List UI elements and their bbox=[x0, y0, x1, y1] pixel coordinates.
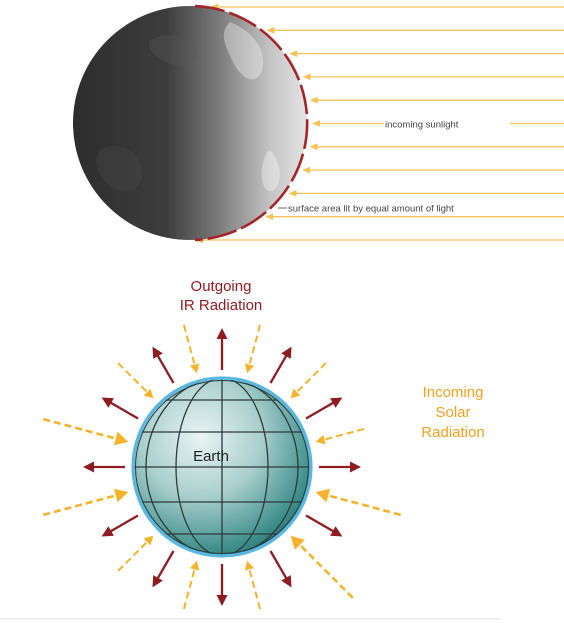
incoming-solar-arrow bbox=[117, 362, 154, 399]
earth-label: Earth bbox=[193, 448, 229, 465]
sunlight-ray bbox=[210, 3, 564, 11]
sunlight-ray bbox=[309, 143, 564, 151]
top-figure: incoming sunlight surface area lit by eq… bbox=[73, 3, 564, 244]
incoming-solar-arrows bbox=[42, 324, 402, 610]
incoming-solar-arrow bbox=[42, 488, 129, 517]
outgoing-ir-arrow bbox=[101, 514, 139, 537]
sunlight-ray bbox=[288, 190, 564, 197]
lit-surface-arc bbox=[194, 4, 309, 242]
outgoing-ir-arrow bbox=[319, 461, 361, 473]
bottom-figure: Earth Outgoing IR Radiation Incoming Sol… bbox=[42, 278, 485, 610]
svg-text:Outgoing: Outgoing bbox=[191, 278, 252, 295]
incoming-solar-arrow bbox=[244, 560, 262, 610]
sunlight-label-group: incoming sunlight bbox=[384, 117, 510, 131]
sunlight-ray bbox=[302, 73, 564, 81]
incoming-solar-arrow bbox=[42, 417, 129, 446]
sunlight-ray bbox=[266, 26, 564, 34]
outgoing-ir-arrow bbox=[305, 397, 343, 420]
incoming-solar-label: Incoming Solar Radiation bbox=[421, 384, 484, 441]
outgoing-ir-arrow bbox=[83, 461, 125, 473]
sunlight-ray bbox=[265, 213, 564, 221]
incoming-solar-arrow bbox=[290, 535, 354, 599]
outgoing-ir-arrow bbox=[269, 550, 292, 588]
incoming-solar-arrow bbox=[315, 427, 365, 445]
sunlight-rays bbox=[195, 3, 564, 244]
outgoing-ir-label: Outgoing IR Radiation bbox=[180, 278, 263, 314]
svg-text:Incoming: Incoming bbox=[423, 384, 484, 401]
incoming-solar-arrow bbox=[182, 560, 200, 610]
outgoing-ir-arrow bbox=[101, 397, 139, 420]
outgoing-ir-arrow bbox=[216, 328, 228, 370]
surface-label-group: surface area lit by equal amount of ligh… bbox=[278, 201, 535, 215]
svg-text:IR Radiation: IR Radiation bbox=[180, 297, 263, 314]
outgoing-ir-arrow bbox=[216, 564, 228, 606]
bottom-divider bbox=[0, 618, 500, 620]
outgoing-ir-arrow bbox=[269, 346, 292, 384]
incoming-solar-arrow bbox=[290, 362, 327, 399]
sunlight-ray bbox=[302, 166, 564, 174]
incoming-solar-arrow bbox=[244, 324, 262, 374]
sunlight-ray bbox=[195, 236, 564, 244]
outgoing-ir-arrows bbox=[83, 328, 361, 606]
incoming-solar-arrow bbox=[182, 324, 200, 374]
outgoing-ir-arrow bbox=[152, 550, 175, 588]
surface-area-label: surface area lit by equal amount of ligh… bbox=[288, 204, 454, 215]
sunlight-label: incoming sunlight bbox=[385, 120, 459, 131]
incoming-solar-arrow bbox=[315, 488, 402, 517]
outgoing-ir-arrow bbox=[305, 514, 343, 537]
earth-globe bbox=[131, 376, 313, 558]
sunlight-ray bbox=[309, 96, 564, 104]
sunlit-earth-globe bbox=[73, 6, 307, 240]
svg-text:Solar: Solar bbox=[435, 404, 470, 421]
svg-text:Radiation: Radiation bbox=[421, 424, 484, 441]
incoming-solar-arrow bbox=[117, 535, 154, 572]
outgoing-ir-arrow bbox=[152, 346, 175, 384]
sunlight-ray bbox=[289, 50, 564, 57]
